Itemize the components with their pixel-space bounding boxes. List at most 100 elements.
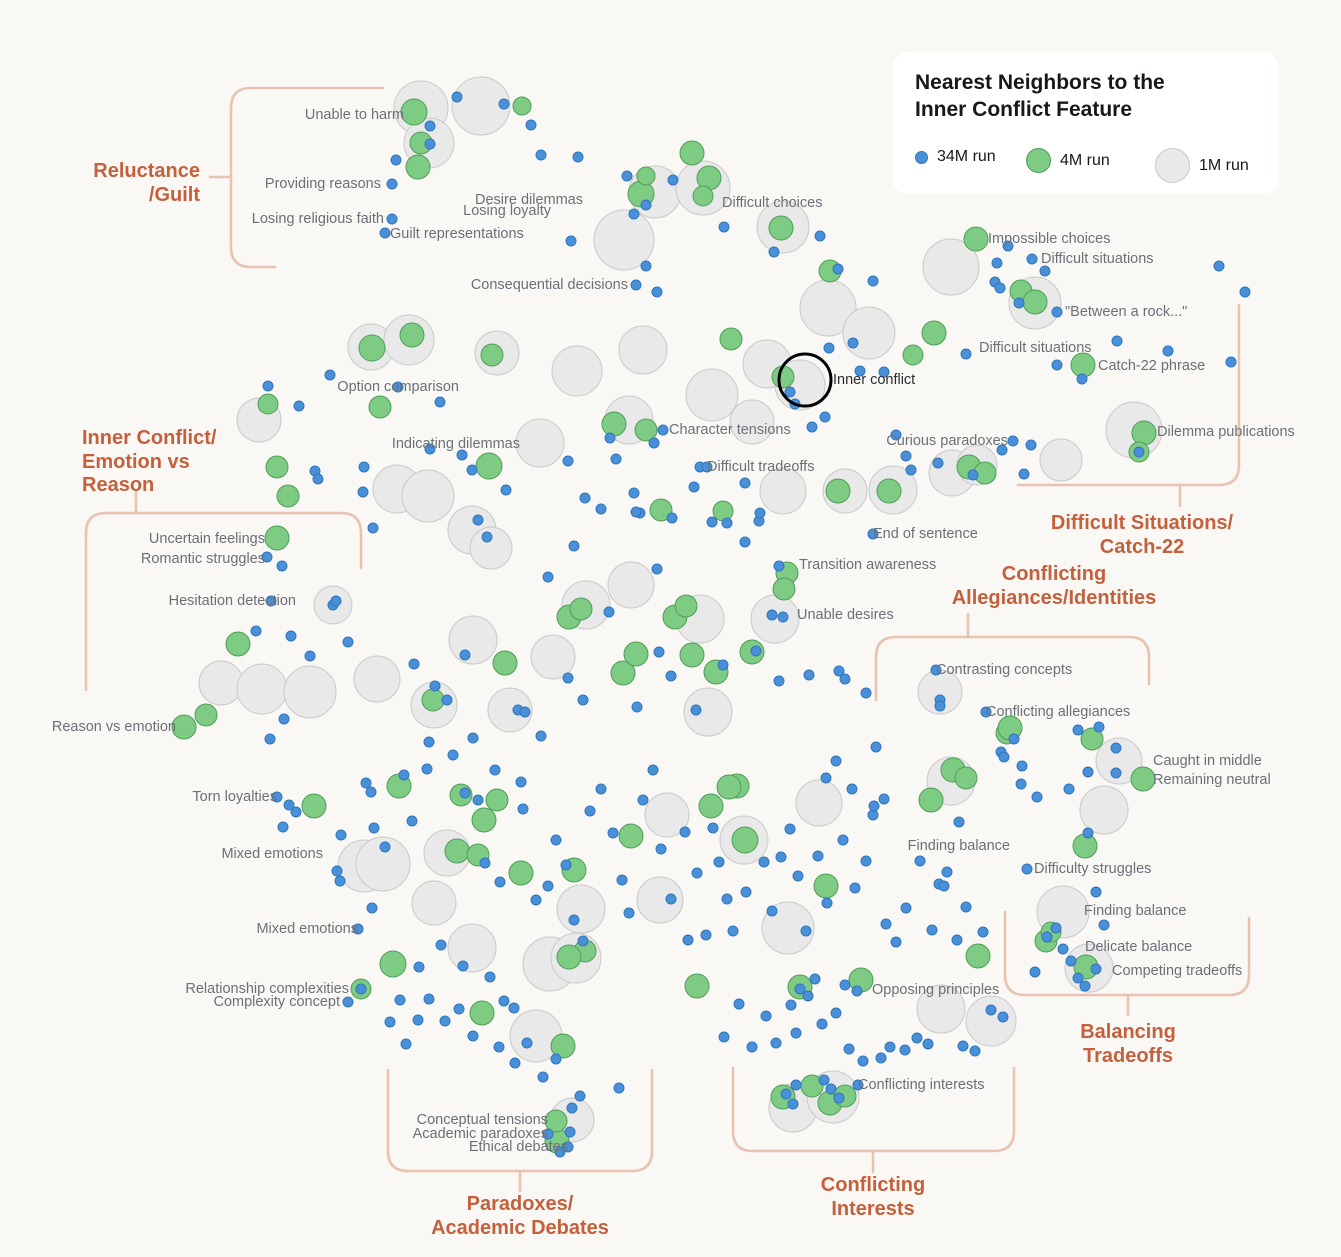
data-point[interactable]	[424, 120, 436, 132]
data-point[interactable]	[390, 154, 402, 166]
data-point[interactable]	[870, 741, 882, 753]
data-point[interactable]	[953, 816, 965, 828]
data-point[interactable]	[839, 673, 851, 685]
data-point[interactable]	[584, 805, 596, 817]
data-point[interactable]	[1093, 721, 1105, 733]
data-point[interactable]	[489, 764, 501, 776]
data-point[interactable]	[994, 282, 1006, 294]
data-point[interactable]	[1130, 766, 1156, 792]
data-point[interactable]	[312, 473, 324, 485]
data-point[interactable]	[963, 226, 989, 252]
data-point[interactable]	[657, 424, 669, 436]
data-point[interactable]	[667, 174, 679, 186]
data-point[interactable]	[1041, 931, 1053, 943]
data-point[interactable]	[833, 665, 845, 677]
data-point[interactable]	[985, 1004, 997, 1016]
data-point[interactable]	[562, 1141, 574, 1153]
data-point[interactable]	[424, 443, 436, 455]
data-point[interactable]	[304, 650, 316, 662]
data-point[interactable]	[618, 325, 668, 375]
data-point[interactable]	[784, 386, 796, 398]
data-point[interactable]	[630, 506, 642, 518]
data-point[interactable]	[556, 944, 582, 970]
data-point[interactable]	[560, 859, 572, 871]
data-point[interactable]	[1018, 468, 1030, 480]
data-point[interactable]	[860, 687, 872, 699]
data-point[interactable]	[792, 870, 804, 882]
data-point[interactable]	[802, 990, 814, 1002]
data-point[interactable]	[996, 444, 1008, 456]
data-point[interactable]	[394, 994, 406, 1006]
data-point[interactable]	[577, 935, 589, 947]
data-point[interactable]	[265, 455, 289, 479]
data-point[interactable]	[1110, 767, 1122, 779]
data-point[interactable]	[466, 464, 478, 476]
data-point[interactable]	[401, 469, 455, 523]
data-point[interactable]	[868, 800, 880, 812]
data-point[interactable]	[731, 826, 759, 854]
data-point[interactable]	[1225, 356, 1237, 368]
data-point[interactable]	[721, 893, 733, 905]
data-point[interactable]	[1050, 922, 1062, 934]
data-point[interactable]	[448, 615, 498, 665]
data-point[interactable]	[875, 1052, 887, 1064]
data-point[interactable]	[367, 522, 379, 534]
data-point[interactable]	[1090, 963, 1102, 975]
data-point[interactable]	[479, 857, 491, 869]
data-point[interactable]	[716, 774, 742, 800]
data-point[interactable]	[1133, 446, 1145, 458]
data-point[interactable]	[1095, 737, 1143, 785]
data-point[interactable]	[685, 368, 739, 422]
data-point[interactable]	[604, 432, 616, 444]
data-point[interactable]	[1065, 955, 1077, 967]
data-point[interactable]	[878, 366, 890, 378]
data-point[interactable]	[921, 320, 947, 346]
data-point[interactable]	[969, 1045, 981, 1057]
data-point[interactable]	[832, 263, 844, 275]
data-point[interactable]	[750, 645, 762, 657]
data-point[interactable]	[790, 1079, 802, 1091]
data-point[interactable]	[833, 1092, 845, 1104]
data-point[interactable]	[890, 936, 902, 948]
data-point[interactable]	[444, 838, 470, 864]
data-point[interactable]	[357, 486, 369, 498]
data-point[interactable]	[566, 1102, 578, 1114]
data-point[interactable]	[494, 876, 506, 888]
data-point[interactable]	[358, 334, 386, 362]
data-point[interactable]	[770, 1037, 782, 1049]
data-point[interactable]	[713, 856, 725, 868]
data-point[interactable]	[721, 517, 733, 529]
data-point[interactable]	[648, 437, 660, 449]
data-point[interactable]	[768, 246, 780, 258]
data-point[interactable]	[508, 1002, 520, 1014]
data-point[interactable]	[651, 286, 663, 298]
data-point[interactable]	[451, 91, 463, 103]
data-point[interactable]	[647, 764, 659, 776]
data-point[interactable]	[739, 477, 751, 489]
data-point[interactable]	[334, 875, 346, 887]
data-point[interactable]	[487, 687, 533, 733]
data-point[interactable]	[688, 481, 700, 493]
data-point[interactable]	[408, 658, 420, 670]
data-point[interactable]	[572, 151, 584, 163]
data-point[interactable]	[922, 238, 980, 296]
data-point[interactable]	[264, 525, 290, 551]
data-point[interactable]	[854, 365, 866, 377]
data-point[interactable]	[773, 675, 785, 687]
data-point[interactable]	[878, 793, 890, 805]
data-point[interactable]	[447, 749, 459, 761]
data-point[interactable]	[790, 1027, 802, 1039]
data-point[interactable]	[621, 170, 633, 182]
data-point[interactable]	[335, 829, 347, 841]
data-point[interactable]	[405, 154, 431, 180]
data-point[interactable]	[544, 1109, 568, 1133]
data-point[interactable]	[1213, 260, 1225, 272]
data-point[interactable]	[1031, 791, 1043, 803]
data-point[interactable]	[456, 449, 468, 461]
data-point[interactable]	[447, 923, 497, 973]
data-point[interactable]	[701, 461, 713, 473]
data-point[interactable]	[285, 630, 297, 642]
data-point[interactable]	[628, 208, 640, 220]
data-point[interactable]	[236, 663, 288, 715]
data-point[interactable]	[847, 337, 859, 349]
